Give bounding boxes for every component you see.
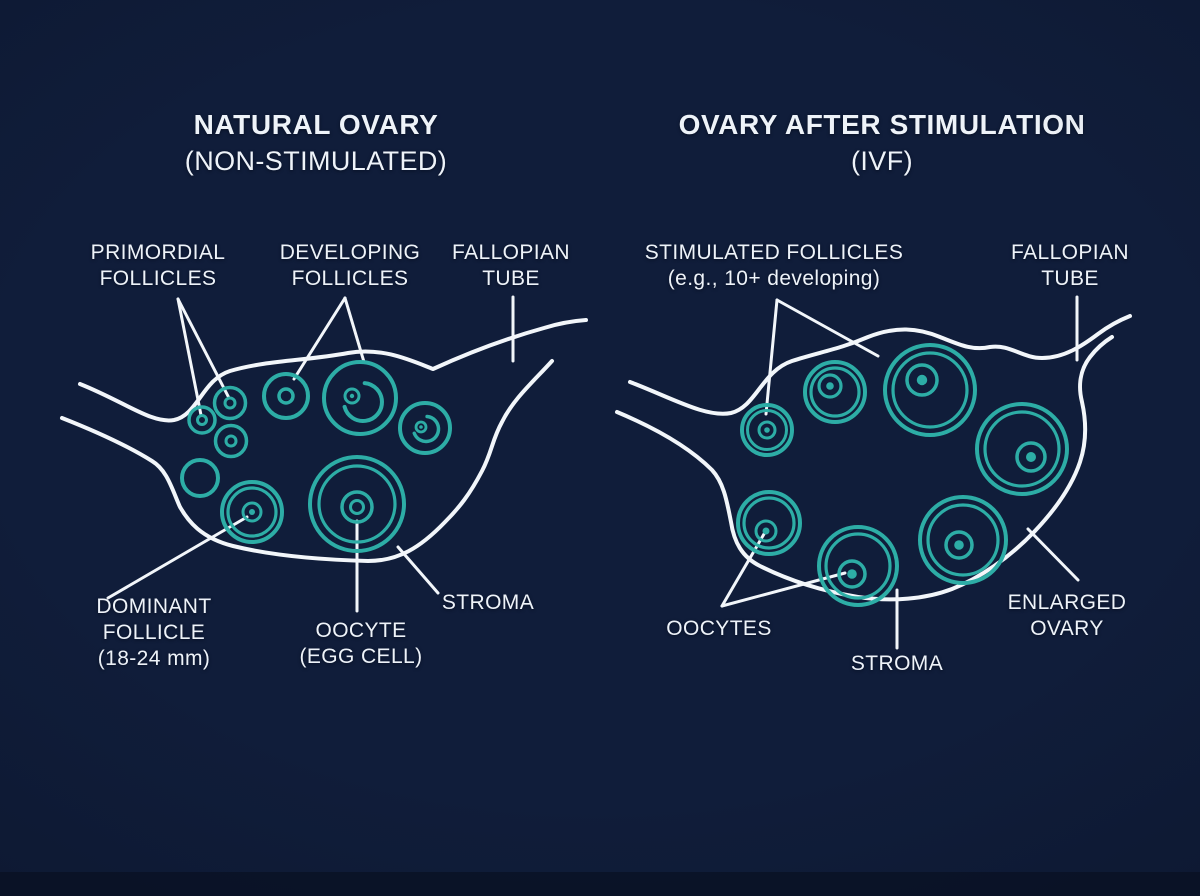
label-stroma-right: STROMA <box>851 651 943 677</box>
stimulated-follicle <box>883 343 977 437</box>
developing-follicle <box>262 372 310 420</box>
label-line: FOLLICLE <box>102 621 206 644</box>
dominant-follicle <box>220 480 284 544</box>
label-line: (EGG CELL) <box>299 645 423 668</box>
stimulated-follicle <box>817 525 899 607</box>
label-line: (18-24 mm) <box>97 647 211 670</box>
right-title-line2: (IVF) <box>850 146 913 176</box>
label-line: FOLLICLES <box>99 267 217 290</box>
label-stimulated-follicles: STIMULATED FOLLICLES (e.g., 10+ developi… <box>645 240 904 292</box>
pointer-developing-1 <box>292 296 347 381</box>
primordial-follicle <box>187 405 217 435</box>
label-line: STROMA <box>850 652 944 675</box>
label-primordial-follicles: PRIMORDIAL FOLLICLES <box>91 240 226 292</box>
label-line: OOCYTE <box>315 619 407 642</box>
primordial-follicle <box>213 423 249 459</box>
small-follicle <box>180 458 220 498</box>
label-line: OVARY <box>1030 617 1104 640</box>
label-line: ENLARGED <box>1007 591 1127 614</box>
stimulated-follicle <box>740 403 794 457</box>
label-line: (e.g., 10+ developing) <box>667 267 881 290</box>
pointer-stimulated-2 <box>775 298 880 358</box>
label-line: STROMA <box>441 591 535 614</box>
left-follicles <box>180 360 452 553</box>
label-stroma-left: STROMA <box>442 590 534 616</box>
label-fallopian-tube-left: FALLOPIAN TUBE <box>452 240 570 292</box>
right-follicles <box>736 343 1069 607</box>
label-line: TUBE <box>482 267 540 290</box>
label-enlarged-ovary: ENLARGED OVARY <box>1008 590 1127 642</box>
label-line: DEVELOPING <box>279 241 421 264</box>
developing-follicle-antral <box>322 360 398 436</box>
label-line: FOLLICLES <box>291 267 409 290</box>
stimulated-follicle <box>975 402 1069 496</box>
label-line: PRIMORDIAL <box>90 241 226 264</box>
stimulated-follicle <box>736 490 802 556</box>
right-title-line1: OVARY AFTER STIMULATION <box>678 109 1086 140</box>
left-ovary-outline <box>60 318 588 563</box>
label-line: DOMINANT <box>96 595 212 618</box>
pointer-primordial-1 <box>176 297 203 417</box>
left-title-line2: (NON-STIMULATED) <box>184 146 448 176</box>
label-developing-follicles: DEVELOPING FOLLICLES <box>280 240 421 292</box>
pointer-primordial-2 <box>176 297 231 400</box>
stimulated-follicle <box>803 360 867 424</box>
label-line: OOCYTES <box>666 617 772 640</box>
label-line: TUBE <box>1041 267 1099 290</box>
stimulated-follicle <box>918 495 1008 585</box>
pointer-stroma-left <box>396 545 440 595</box>
developing-follicle-antral <box>398 401 452 455</box>
left-title-line1: NATURAL OVARY <box>193 109 439 140</box>
left-ovary-top-and-tube <box>78 318 588 423</box>
label-oocyte: OOCYTE (EGG CELL) <box>299 618 422 670</box>
label-line: FALLOPIAN <box>1011 241 1129 264</box>
pointer-developing-2 <box>343 296 366 364</box>
label-dominant-follicle: DOMINANT FOLLICLE (18-24 mm) <box>96 594 211 672</box>
label-fallopian-tube-right: FALLOPIAN TUBE <box>1011 240 1129 292</box>
pointer-oocytes-2 <box>720 571 847 608</box>
right-panel-title: OVARY AFTER STIMULATION (IVF) <box>679 107 1086 179</box>
pointer-enlarged <box>1026 527 1080 582</box>
large-follicle-with-oocyte <box>308 455 406 553</box>
pointer-stimulated-1 <box>764 298 779 416</box>
primordial-follicle <box>212 385 248 421</box>
right-ovary-top-and-tube <box>628 314 1132 416</box>
right-ovary-outline <box>615 314 1132 602</box>
left-ovary-bottom-and-tube <box>60 359 554 563</box>
pointer-dominant <box>106 515 249 600</box>
label-oocytes: OOCYTES <box>666 616 771 642</box>
label-line: STIMULATED FOLLICLES <box>644 241 904 264</box>
label-line: FALLOPIAN <box>452 241 570 264</box>
left-pointer-lines <box>106 295 515 613</box>
right-ovary-bottom-and-tube <box>615 335 1114 602</box>
left-panel-title: NATURAL OVARY (NON-STIMULATED) <box>185 107 447 179</box>
